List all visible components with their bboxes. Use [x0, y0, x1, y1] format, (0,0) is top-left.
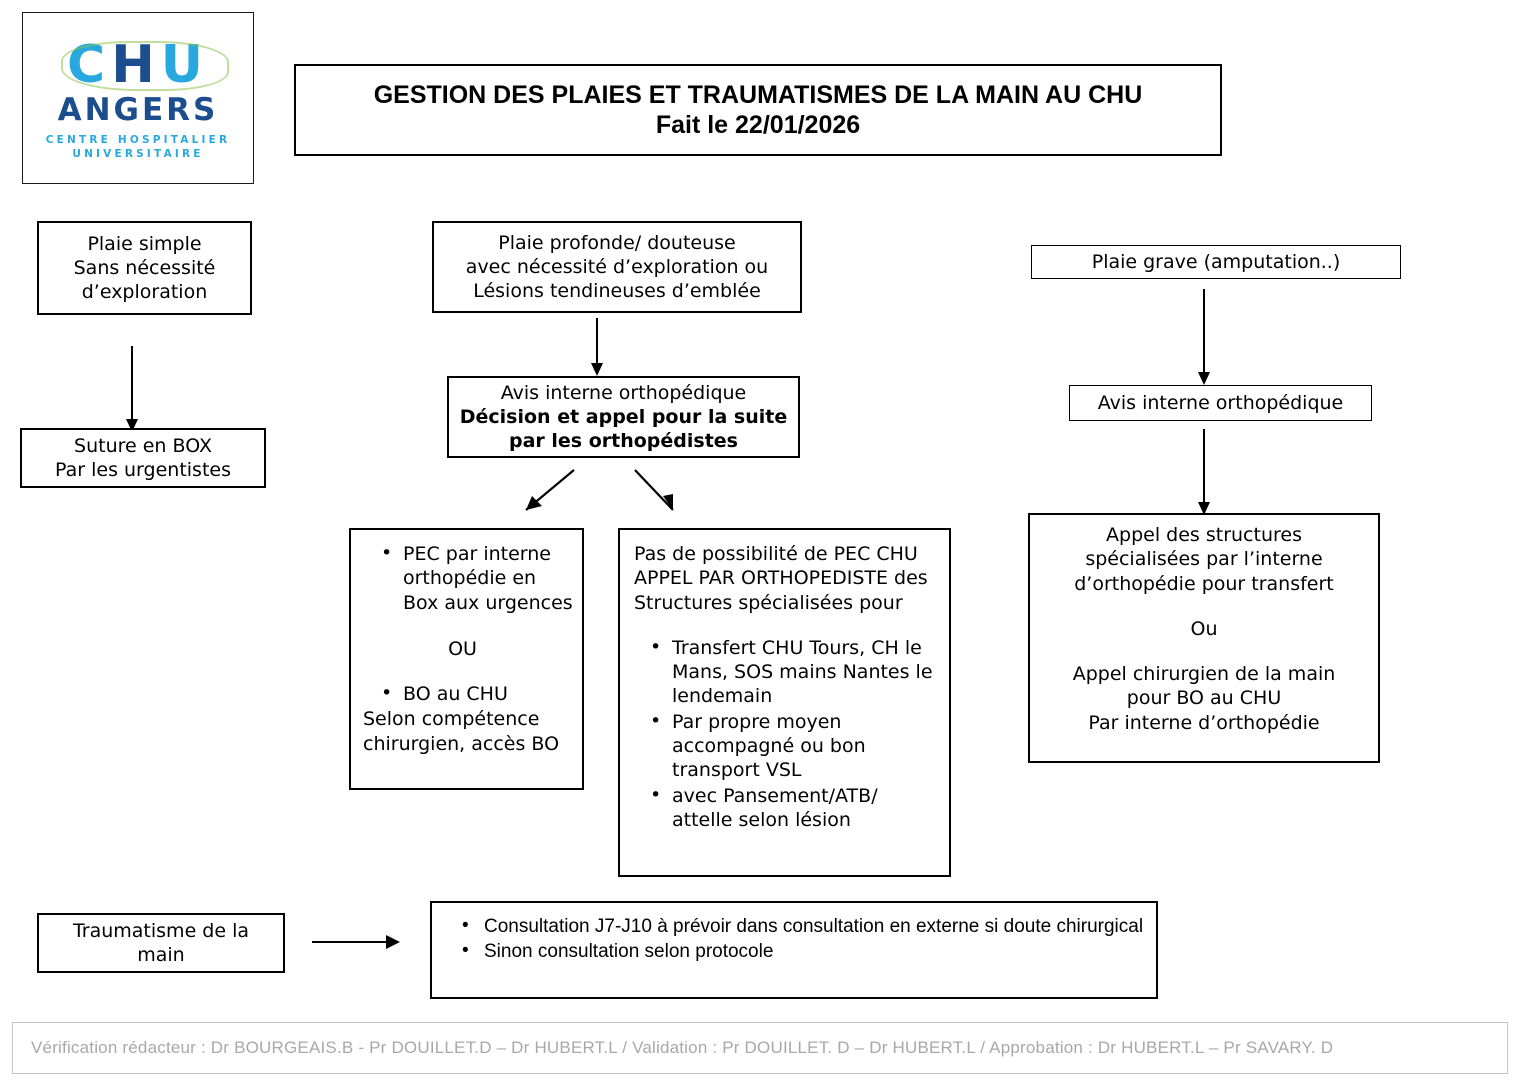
appel-structures-gap-1	[1036, 596, 1372, 617]
plaie-simple-line2: Sans nécessité	[73, 256, 216, 279]
title-line-2: Fait le 22/01/2026	[655, 111, 861, 139]
logo-chu-letters: CHU	[61, 39, 229, 91]
option-pec-tail: Selon compétence chirurgien, accès BO	[363, 708, 560, 755]
footer-validation-bar: Vérification rédacteur : Dr BOURGEAIS.B …	[12, 1022, 1508, 1074]
consultation-list: Consultation J7-J10 à prévoir dans consu…	[432, 914, 1146, 966]
node-consultation-protocole: Consultation J7-J10 à prévoir dans consu…	[430, 901, 1158, 999]
consultation-bullet-2: Sinon consultation selon protocole	[462, 939, 1146, 964]
logo-letter-u: U	[160, 34, 209, 95]
option-pec-list: PEC par interne orthopédie en Box aux ur…	[351, 541, 574, 616]
option-transfert-header-1: Pas de possibilité de PEC CHU	[634, 543, 918, 565]
logo-subtitle: CENTRE HOSPITALIER UNIVERSITAIRE	[23, 133, 253, 161]
appel-structures-line1: Appel des structures	[1106, 524, 1302, 546]
avis-decision-line3: par les orthopédistes	[508, 430, 738, 453]
appel-structures-gap-2	[1036, 641, 1372, 662]
option-pec-gap-1	[351, 616, 574, 637]
page-title: GESTION DES PLAIES ET TRAUMATISMES DE LA…	[294, 64, 1222, 156]
option-transfert-gap	[620, 615, 939, 636]
arrow-avis-to-transfert	[634, 469, 674, 511]
plaie-profonde-line3: Lésions tendineuses d’emblée	[473, 280, 761, 303]
avis-decision-line1: Avis interne orthopédique	[500, 381, 747, 404]
option-transfert-bullet-3: avec Pansement/ATB/ attelle selon lésion	[650, 783, 939, 833]
logo-subtitle-line1: CENTRE HOSPITALIER	[45, 133, 231, 146]
node-plaie-simple: Plaie simple Sans nécessité d’exploratio…	[37, 221, 252, 315]
node-plaie-profonde: Plaie profonde/ douteuse avec nécessité …	[432, 221, 802, 313]
arrow-avis-to-pec	[525, 469, 575, 511]
option-pec-bullet-1: PEC par interne orthopédie en Box aux ur…	[381, 541, 574, 615]
appel-structures-line3: d’orthopédie pour transfert	[1074, 572, 1334, 595]
node-avis-interne-decision: Avis interne orthopédique Décision et ap…	[447, 376, 800, 458]
appel-structures-line4: Appel chirurgien de la main	[1072, 663, 1336, 686]
grave-avis-line1: Avis interne orthopédique	[1097, 391, 1344, 414]
logo-letter-c: C	[67, 34, 112, 95]
logo-letter-h: H	[111, 34, 161, 95]
avis-decision-line2: Décision et appel pour la suite	[459, 405, 788, 428]
node-traumatisme-main: Traumatisme de la main	[37, 913, 285, 973]
consultation-bullet-1: Consultation J7-J10 à prévoir dans consu…	[462, 914, 1146, 939]
appel-structures-line5: pour BO au CHU	[1126, 687, 1282, 710]
option-transfert-header-2: APPEL PAR ORTHOPEDISTE des	[634, 567, 928, 590]
chu-angers-logo: CHU ANGERS CENTRE HOSPITALIER UNIVERSITA…	[22, 12, 254, 184]
suture-line1: Suture en BOX	[74, 434, 212, 457]
plaie-simple-line1: Plaie simple	[87, 232, 202, 255]
node-plaie-grave: Plaie grave (amputation..)	[1031, 245, 1401, 279]
node-suture-en-box: Suture en BOX Par les urgentistes	[20, 428, 266, 488]
plaie-grave-line1: Plaie grave (amputation..)	[1091, 250, 1341, 273]
option-transfert-bullet-2: Par propre moyen accompagné ou bon trans…	[650, 709, 939, 783]
option-transfert-bullet-1: Transfert CHU Tours, CH le Mans, SOS mai…	[650, 635, 939, 709]
appel-structures-ou: Ou	[1190, 617, 1218, 640]
option-transfert-header: Pas de possibilité de PEC CHU APPEL PAR …	[620, 542, 939, 615]
footer-text: Vérification rédacteur : Dr BOURGEAIS.B …	[31, 1038, 1334, 1057]
traumatisme-line2: main	[137, 944, 185, 966]
node-grave-avis-interne: Avis interne orthopédique	[1069, 385, 1372, 421]
option-pec-bullet-2: BO au CHU	[381, 681, 574, 706]
logo-city-name: ANGERS	[57, 91, 219, 128]
option-pec-ou: OU	[448, 637, 477, 660]
option-transfert-header-3: Structures spécialisées pour	[634, 591, 903, 614]
title-line-1: GESTION DES PLAIES ET TRAUMATISMES DE LA…	[373, 80, 1143, 109]
node-option-transfert: Pas de possibilité de PEC CHU APPEL PAR …	[618, 528, 951, 877]
node-appel-structures: Appel des structures spécialisées par l’…	[1028, 513, 1380, 763]
plaie-profonde-line1: Plaie profonde/ douteuse	[498, 231, 736, 254]
appel-structures-line6: Par interne d’orthopédie	[1088, 711, 1320, 734]
option-pec-list-2: BO au CHU	[351, 681, 574, 707]
appel-structures-line2: spécialisées par l’interne	[1085, 548, 1323, 571]
traumatisme-line1: Traumatisme de la	[72, 919, 250, 942]
plaie-simple-line3: d’exploration	[81, 281, 208, 304]
plaie-profonde-line2: avec nécessité d’exploration ou	[465, 255, 769, 278]
node-option-pec: PEC par interne orthopédie en Box aux ur…	[349, 528, 584, 790]
suture-line2: Par les urgentistes	[55, 459, 231, 481]
logo-subtitle-line2: UNIVERSITAIRE	[72, 148, 204, 161]
option-transfert-list: Transfert CHU Tours, CH le Mans, SOS mai…	[620, 635, 939, 834]
option-pec-gap-2	[351, 661, 574, 682]
